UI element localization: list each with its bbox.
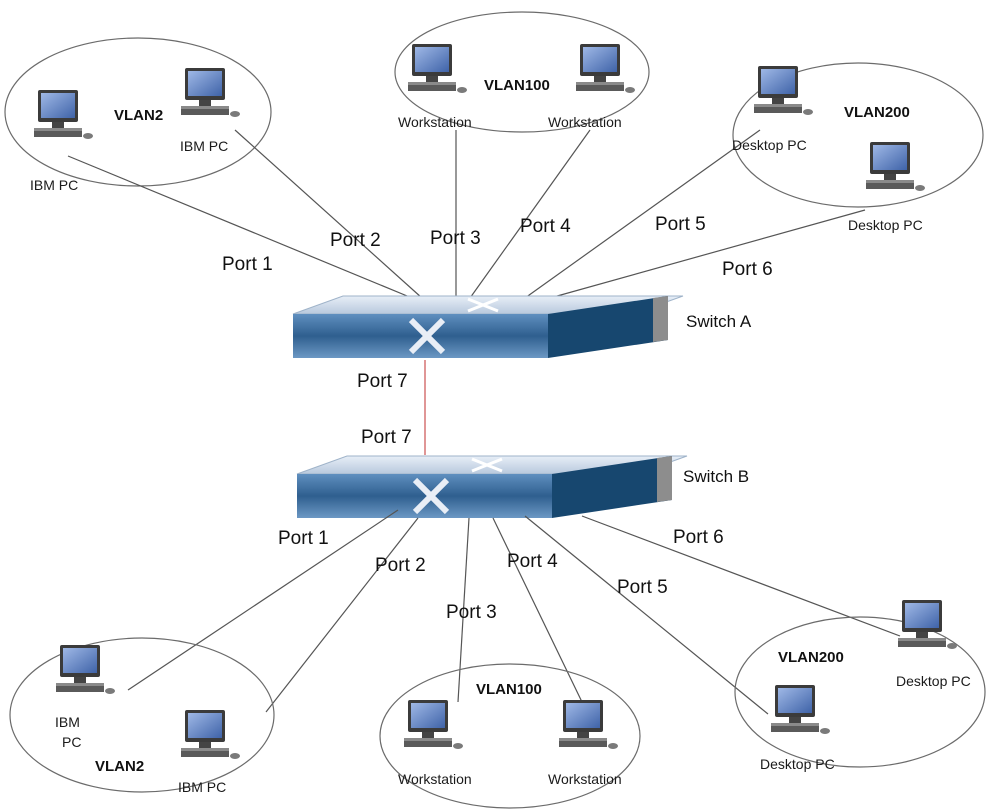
bottom-device-labels: IBM PC IBM PC VLAN2 Workstation Workstat… [55, 649, 971, 795]
top-port-label: Port 6 [722, 259, 773, 280]
top-port-links [67, 129, 866, 299]
bottom-vlan200-name: VLAN200 [778, 649, 844, 666]
switch-a-icon [293, 296, 683, 358]
bottom-vlan100-group [379, 663, 641, 809]
computer-monitor-icon [576, 44, 635, 93]
bottom-port-label: Port 2 [375, 555, 426, 576]
computer-monitor-icon [408, 44, 467, 93]
bottom-port-label: Port 6 [673, 527, 724, 548]
computer-monitor-icon [34, 90, 93, 139]
bottom-vlan200-group [734, 616, 986, 768]
computer-monitor-icon [898, 600, 957, 649]
bottom-port-label: Port 5 [617, 577, 668, 598]
bottom-port-labels: Port 1 Port 2 Port 3 Port 4 Port 5 Port … [278, 527, 724, 623]
computer-monitor-icon [771, 685, 830, 734]
trunk-lower-port-label: Port 7 [361, 427, 412, 448]
trunk-upper-port-label: Port 7 [357, 371, 408, 392]
bottom-vlan200-device-label: Desktop PC [896, 673, 971, 689]
top-port-label: Port 4 [520, 216, 571, 237]
top-port-label: Port 1 [222, 254, 273, 275]
top-vlan2-device-label: IBM PC [180, 138, 228, 154]
bottom-vlan100-name: VLAN100 [476, 681, 542, 698]
top-vlan100-group [394, 11, 650, 133]
top-vlan100-name: VLAN100 [484, 77, 550, 94]
top-vlan100-device-label: Workstation [548, 114, 622, 130]
bottom-devices [56, 600, 957, 759]
top-vlan2-group [4, 37, 272, 187]
top-vlan2-name: VLAN2 [114, 107, 163, 124]
top-port-label: Port 2 [330, 230, 381, 251]
switch-b-icon [297, 456, 687, 518]
bottom-vlan2-group [9, 637, 275, 793]
computer-monitor-icon [404, 700, 463, 749]
top-port-label: Port 5 [655, 214, 706, 235]
top-vlan200-name: VLAN200 [844, 104, 910, 121]
bottom-vlan-groups [9, 616, 986, 809]
top-vlan200-device-label: Desktop PC [732, 137, 807, 153]
switch-a-label: Switch A [686, 312, 752, 331]
bottom-vlan2-device-label: IBM PC [178, 779, 226, 795]
computer-monitor-icon [754, 66, 813, 115]
top-vlan2-device-label: IBM PC [30, 177, 78, 193]
bottom-vlan2-device-label: IBM [55, 714, 80, 730]
top-vlan200-group [732, 62, 984, 208]
bottom-port-label: Port 4 [507, 551, 558, 572]
top-vlan-groups [4, 11, 984, 208]
bottom-port-label: Port 1 [278, 528, 329, 549]
bottom-vlan200-device-label: Desktop PC [760, 756, 835, 772]
top-vlan200-device-label: Desktop PC [848, 217, 923, 233]
computer-monitor-icon [866, 142, 925, 191]
bottom-vlan100-device-label: Workstation [398, 771, 472, 787]
switch-b-label: Switch B [683, 467, 749, 486]
bottom-vlan2-name: VLAN2 [95, 758, 144, 775]
top-vlan100-device-label: Workstation [398, 114, 472, 130]
computer-monitor-icon [559, 700, 618, 749]
top-devices [34, 44, 925, 191]
bottom-vlan100-device-label: Workstation [548, 771, 622, 787]
top-device-labels: IBM PC IBM PC VLAN2 Workstation Workstat… [30, 77, 923, 233]
top-port-label: Port 3 [430, 228, 481, 249]
computer-monitor-icon [56, 645, 115, 694]
bottom-port-label: Port 3 [446, 602, 497, 623]
top-port-labels: Port 1 Port 2 Port 3 Port 4 Port 5 Port … [222, 214, 773, 280]
bottom-vlan2-device-label: PC [62, 734, 81, 750]
computer-monitor-icon [181, 68, 240, 117]
computer-monitor-icon [181, 710, 240, 759]
